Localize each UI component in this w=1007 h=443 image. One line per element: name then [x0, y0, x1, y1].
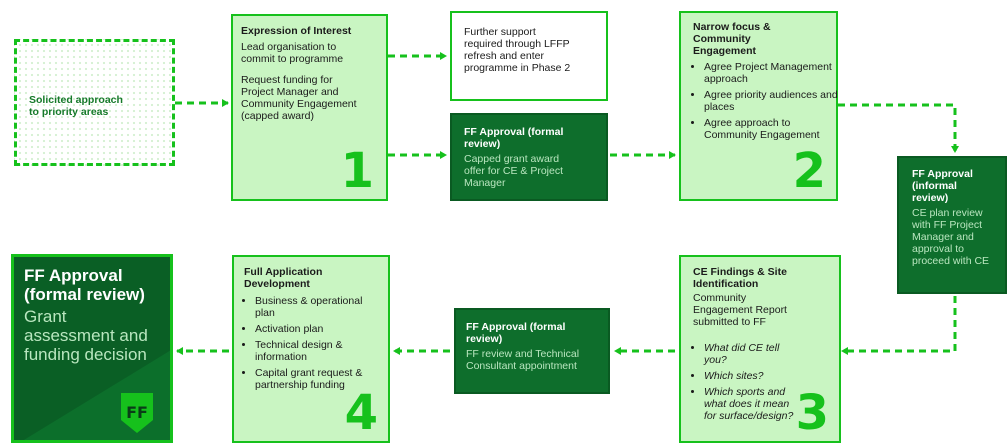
step4-list: Business & operational plan Activation p…: [244, 295, 365, 395]
step4-item-4: Capital grant request & partnership fund…: [255, 367, 365, 391]
ff-logo-shield: FF: [121, 393, 153, 433]
step3-title: CE Findings & Site Identification: [693, 266, 787, 290]
step2-narrow-focus: Narrow focus & Community Engagement Agre…: [679, 11, 838, 201]
final-approval-title: FF Approval (formal review): [24, 266, 145, 304]
step4-item-1: Business & operational plan: [255, 295, 365, 319]
ff-logo-text: FF: [126, 403, 148, 422]
step4-item-3: Technical design & information: [255, 339, 365, 363]
step2-item-2: Agree priority audiences and places: [704, 89, 844, 113]
step1-number: 1: [340, 143, 374, 199]
step3-item-3: Which sports and what does it mean for s…: [704, 386, 802, 422]
step2-item-3: Agree approach to Community Engagement: [704, 117, 844, 141]
solicited-approach-box: Solicited approach to priority areas: [14, 39, 175, 166]
step1-expression-of-interest: Expression of Interest Lead organisation…: [231, 14, 388, 201]
step3-number: 3: [795, 385, 829, 441]
step3-ce-findings: CE Findings & Site Identification Commun…: [679, 255, 841, 443]
solicited-approach-label: Solicited approach to priority areas: [29, 94, 123, 118]
step2-title: Narrow focus & Community Engagement: [693, 21, 771, 57]
step3-item-2: Which sites?: [704, 370, 802, 382]
approval3-box: FF Approval (formal review) FF review an…: [454, 308, 610, 394]
step3-item-1: What did CE tell you?: [704, 342, 802, 366]
approval2-title: FF Approval (informal review): [912, 168, 973, 204]
step4-number: 4: [344, 385, 378, 441]
step2-list: Agree Project Management approach Agree …: [693, 61, 844, 145]
step4-item-2: Activation plan: [255, 323, 365, 335]
approval1-title: FF Approval (formal review): [464, 126, 564, 150]
further-support-text: Further support required through LFFP re…: [464, 26, 571, 74]
step3-list: What did CE tell you? Which sites? Which…: [693, 342, 802, 426]
final-approval-text: Grant assessment and funding decision: [24, 307, 148, 364]
step2-number: 2: [792, 143, 826, 199]
step3-text: Community Engagement Report submitted to…: [693, 292, 787, 328]
approval1-text: Capped grant award offer for CE & Projec…: [464, 153, 564, 189]
approval3-title: FF Approval (formal review): [466, 321, 566, 345]
approval2-box: FF Approval (informal review) CE plan re…: [897, 156, 1007, 294]
arrow-approval2-to-step3: [841, 296, 957, 355]
step1-title: Expression of Interest: [241, 25, 352, 37]
step4-title: Full Application Development: [244, 266, 323, 290]
arrow-step2-to-approval2: [838, 103, 959, 153]
approval1-box: FF Approval (formal review) Capped grant…: [450, 113, 608, 201]
step4-full-application: Full Application Development Business & …: [232, 255, 390, 443]
step2-item-1: Agree Project Management approach: [704, 61, 844, 85]
step1-text2: Request funding for Project Manager and …: [241, 74, 357, 122]
final-approval-box: FF Approval (formal review) Grant assess…: [11, 254, 173, 443]
approval2-text: CE plan review with FF Project Manager a…: [912, 207, 990, 267]
further-support-box: Further support required through LFFP re…: [450, 11, 608, 101]
approval3-text: FF review and Technical Consultant appoi…: [466, 348, 580, 372]
step1-text1: Lead organisation to commit to programme: [241, 41, 344, 65]
